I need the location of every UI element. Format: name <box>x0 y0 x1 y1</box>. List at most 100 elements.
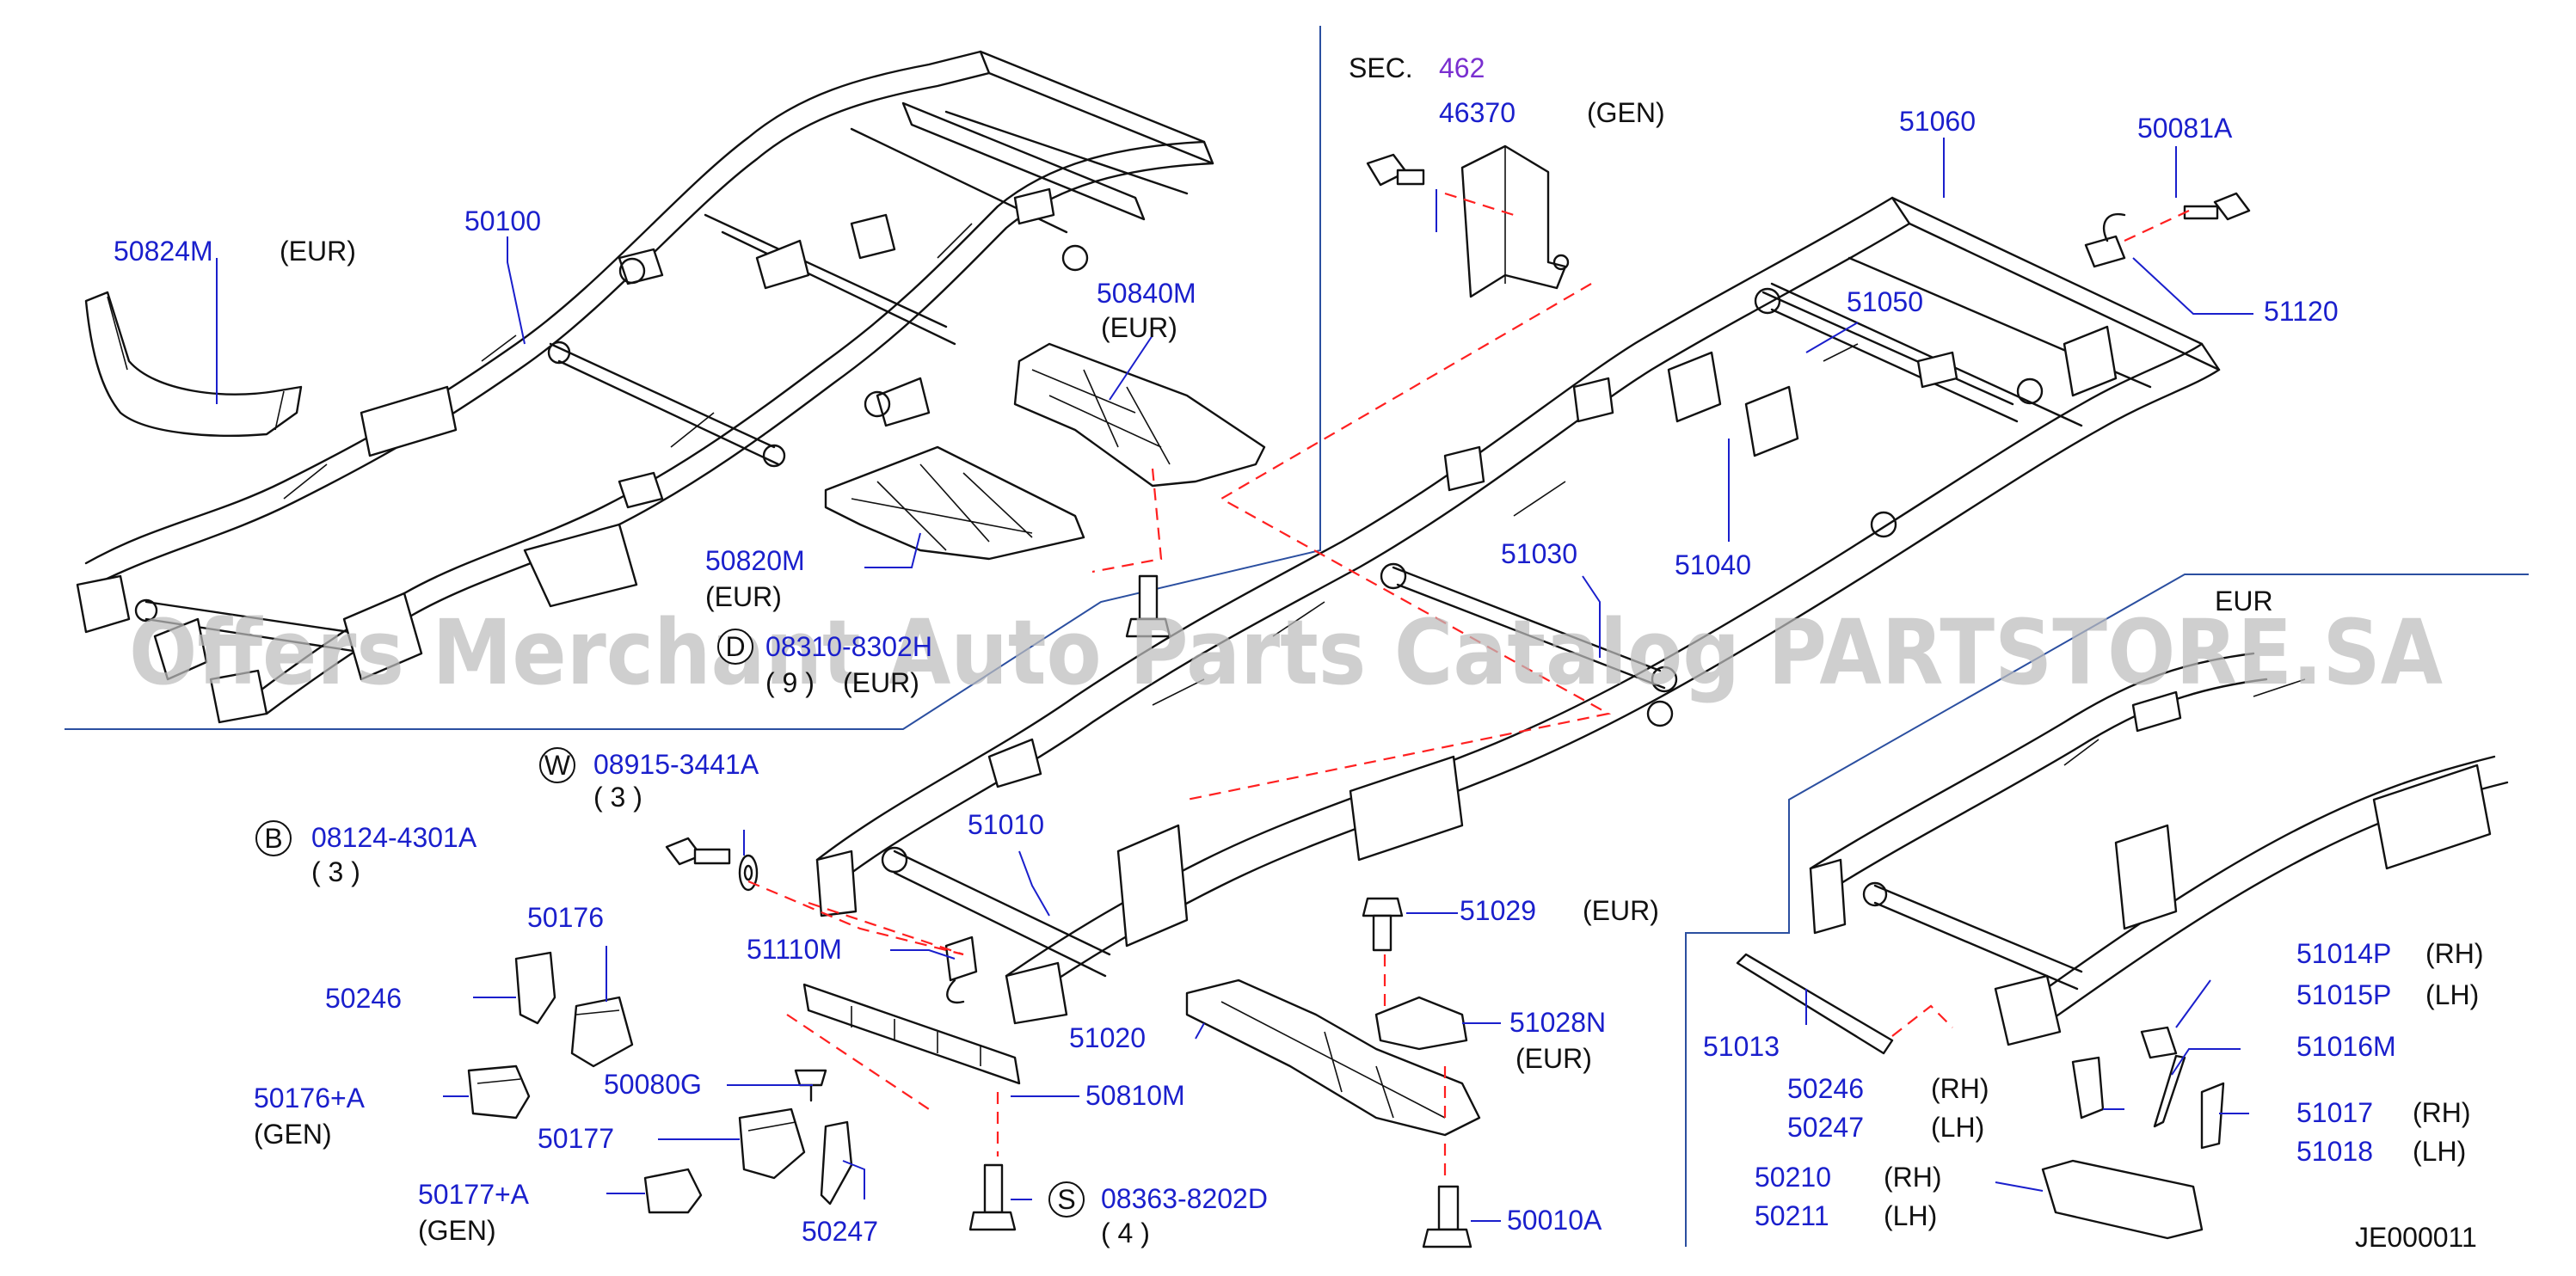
pn-51010[interactable]: 51010 <box>968 809 1044 840</box>
note-08310: (EUR) <box>843 667 919 698</box>
part-51110M[interactable] <box>944 936 978 1004</box>
fastener-B-circle <box>255 820 292 856</box>
part-50840M[interactable] <box>1013 342 1266 488</box>
pn-50177A[interactable]: 50177+A <box>418 1179 530 1210</box>
part-50177[interactable] <box>738 1107 806 1180</box>
part-51013[interactable] <box>1736 953 1894 1055</box>
part-51016M[interactable] <box>2153 1054 2186 1128</box>
qty-08915: ( 3 ) <box>593 782 642 813</box>
pn-50080G[interactable]: 50080G <box>604 1069 702 1100</box>
pn-50840M[interactable]: 50840M <box>1097 278 1196 309</box>
watermark: Offers Merchant Auto Parts Catalog PARTS… <box>129 600 2443 705</box>
pn-51018[interactable]: 51018 <box>2296 1136 2373 1167</box>
pn-50820M[interactable]: 50820M <box>705 545 805 576</box>
qty-08363: ( 4 ) <box>1101 1218 1150 1248</box>
part-51014P[interactable] <box>2140 1026 2178 1059</box>
pn-50176A[interactable]: 50176+A <box>254 1083 366 1113</box>
section-ref-462[interactable]: 462 <box>1439 52 1485 83</box>
pn-50247[interactable]: 50247 <box>802 1216 878 1247</box>
part-46370[interactable] <box>1460 144 1570 298</box>
part-50210[interactable] <box>2041 1159 2204 1240</box>
pn-50176[interactable]: 50176 <box>527 902 604 933</box>
frame-assembly-main[interactable] <box>815 196 2221 1025</box>
washer-08915[interactable] <box>738 854 759 892</box>
part-50080G[interactable] <box>794 1069 827 1102</box>
fastener-B-letter: B <box>264 823 282 854</box>
pn-50010A[interactable]: 50010A <box>1507 1205 1602 1236</box>
part-50820M[interactable] <box>824 445 1085 561</box>
frame-assembly-left[interactable] <box>76 50 1214 724</box>
pn-51040[interactable]: 51040 <box>1675 549 1751 580</box>
pn-50211[interactable]: 50211 <box>1755 1200 1829 1231</box>
diagram-code: JE000011 <box>2355 1222 2477 1253</box>
bolt-08363[interactable] <box>968 1163 1017 1231</box>
pn-08915[interactable]: 08915-3441A <box>593 749 759 780</box>
note-50176A: (GEN) <box>254 1119 332 1150</box>
pn-50210[interactable]: 50210 <box>1755 1162 1831 1193</box>
bolt-51029[interactable] <box>1362 897 1404 952</box>
pn-51120[interactable]: 51120 <box>2264 296 2339 327</box>
note-50246-rh: (RH) <box>1931 1073 1989 1104</box>
note-50820M: (EUR) <box>705 581 782 612</box>
part-50824M[interactable] <box>84 291 303 437</box>
pn-51050[interactable]: 51050 <box>1847 286 1923 317</box>
pn-50246-rh[interactable]: 50246 <box>1787 1073 1864 1104</box>
pn-51016M[interactable]: 51016M <box>2296 1031 2396 1062</box>
note-50824M: (EUR) <box>280 236 356 267</box>
part-50246[interactable] <box>514 951 556 1025</box>
pn-51014P[interactable]: 51014P <box>2296 938 2391 969</box>
part-51120[interactable] <box>2084 212 2126 268</box>
qty-08310: ( 9 ) <box>765 667 815 698</box>
note-51015P: (LH) <box>2425 979 2479 1010</box>
fastener-W-circle <box>539 747 575 783</box>
pn-08363[interactable]: 08363-8202D <box>1101 1183 1268 1214</box>
pn-50177[interactable]: 50177 <box>538 1123 614 1154</box>
fastener-S-letter: S <box>1057 1184 1075 1215</box>
note-50247-lh: (LH) <box>1931 1112 1984 1143</box>
pn-46370[interactable]: 46370 <box>1439 97 1515 128</box>
pn-51017[interactable]: 51017 <box>2296 1097 2373 1128</box>
fastener-D-letter: D <box>725 631 745 662</box>
part-50246-rh[interactable] <box>2071 1056 2105 1120</box>
part-51020[interactable] <box>1185 978 1481 1137</box>
bolt-08915[interactable] <box>665 837 731 866</box>
dashed-leaders <box>747 192 2190 1182</box>
frame-eur-inset[interactable] <box>1809 652 2509 1046</box>
part-50176[interactable] <box>570 996 634 1068</box>
bolt-D[interactable] <box>1125 574 1171 638</box>
fastener-D-circle <box>717 629 753 665</box>
pn-51110M[interactable]: 51110M <box>747 934 842 965</box>
bolt-46370[interactable] <box>1366 153 1425 187</box>
part-51028N[interactable] <box>1374 996 1468 1051</box>
pn-50810M[interactable]: 50810M <box>1085 1080 1185 1111</box>
section-dividers <box>65 26 2529 1247</box>
pn-50246[interactable]: 50246 <box>325 983 402 1014</box>
pn-51015P[interactable]: 51015P <box>2296 979 2391 1010</box>
note-51017: (RH) <box>2413 1097 2471 1128</box>
part-50247[interactable] <box>820 1120 853 1205</box>
pn-50824M[interactable]: 50824M <box>114 236 213 267</box>
pn-51013[interactable]: 51013 <box>1703 1031 1780 1062</box>
pn-08124[interactable]: 08124-4301A <box>311 822 477 853</box>
pn-08310[interactable]: 08310-8302H <box>765 631 932 662</box>
pn-51029[interactable]: 51029 <box>1460 895 1536 926</box>
part-51017[interactable] <box>2200 1082 2225 1150</box>
fastener-W-letter: W <box>544 750 571 781</box>
pn-51030[interactable]: 51030 <box>1501 538 1577 569</box>
bolt-50010A[interactable] <box>1422 1185 1472 1248</box>
pn-51028N[interactable]: 51028N <box>1509 1007 1606 1038</box>
note-50840M: (EUR) <box>1101 312 1177 343</box>
pn-51020[interactable]: 51020 <box>1069 1022 1146 1053</box>
pn-50247-lh[interactable]: 50247 <box>1787 1112 1864 1143</box>
note-51018: (LH) <box>2413 1136 2466 1167</box>
pn-51060[interactable]: 51060 <box>1899 106 1976 137</box>
note-51014P: (RH) <box>2425 938 2484 969</box>
pn-50100[interactable]: 50100 <box>464 206 541 236</box>
pn-50081A[interactable]: 50081A <box>2137 113 2233 144</box>
part-50176A[interactable] <box>467 1064 531 1120</box>
note-51028N: (EUR) <box>1515 1043 1592 1074</box>
bolt-50081A[interactable] <box>2183 192 2251 221</box>
part-50810M[interactable] <box>802 983 1021 1085</box>
part-50177A[interactable] <box>643 1168 703 1214</box>
